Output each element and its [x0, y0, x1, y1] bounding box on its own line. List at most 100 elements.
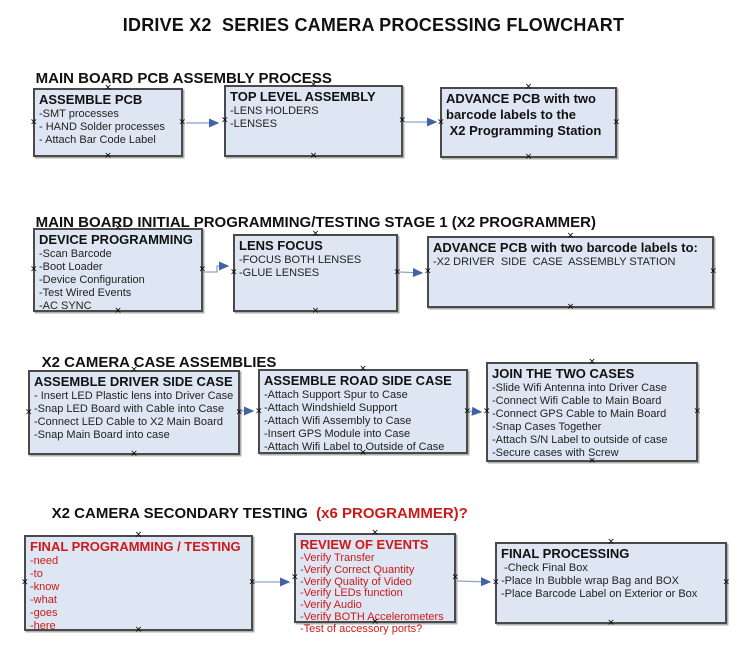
box-item: -Connect GPS Cable to Main Board — [492, 408, 667, 420]
box-title: TOP LEVEL ASSEMBLY — [230, 89, 376, 104]
flow-box-top-level-assembly: TOP LEVEL ASSEMBLY -LENS HOLDERS -LENSES… — [221, 81, 406, 161]
section-header-text: X2 CAMERA CASE ASSEMBLIES — [41, 354, 277, 371]
box-item: -FOCUS BOTH LENSES — [239, 254, 362, 266]
connection-point-marker: × — [25, 407, 33, 417]
connector-arrow-4 — [398, 268, 424, 278]
box-item: -Connect LED Cable to X2 Main Board — [34, 416, 223, 428]
connection-point-marker: × — [612, 117, 620, 127]
flow-box-advance-pcb-programming-station: ADVANCE PCB with two barcode labels to t… — [437, 83, 620, 162]
section-header-text: X2 CAMERA SECONDARY TESTING — [51, 505, 317, 522]
box-item: -LENS HOLDERS — [230, 105, 319, 117]
connection-point-marker: × — [398, 115, 406, 126]
box-item: -Attach Wifi Label to Outside of Case — [264, 441, 445, 453]
connection-point-marker: × — [492, 577, 500, 588]
box-item: -Verify Transfer — [300, 552, 375, 564]
connection-point-marker: × — [30, 117, 38, 127]
box-item: -here — [30, 620, 56, 632]
box-item: -goes — [30, 607, 58, 619]
connection-point-marker: × — [134, 530, 143, 540]
box-item: -Boot Loader — [39, 261, 103, 273]
connection-point-marker: × — [255, 406, 263, 416]
connection-point-marker: × — [709, 266, 717, 277]
box-item: -Snap Main Board into case — [34, 429, 170, 441]
box-item: - HAND Solder processes — [39, 121, 165, 133]
connection-point-marker: × — [371, 617, 379, 627]
connection-point-marker: × — [359, 448, 367, 458]
box-title: FINAL PROGRAMMING / TESTING — [30, 539, 241, 554]
box-item: -Verify Quality of Video — [300, 575, 412, 588]
box-title: ASSEMBLE DRIVER SIDE CASE — [34, 374, 233, 389]
box-item: -to — [30, 568, 43, 580]
box-title: X2 Programming Station — [446, 123, 602, 138]
box-item: -Verify Correct Quantity — [300, 563, 415, 576]
box-item: -Attach S/N Label to outside of case — [492, 434, 668, 446]
box-title: ADVANCE PCB with two — [446, 91, 596, 106]
connector-arrow-3 — [204, 261, 230, 273]
box-item: -Verify LEDs function — [300, 587, 403, 600]
flow-box-final-programming-testing: FINAL PROGRAMMING / TESTING -need -to -k… — [21, 531, 256, 635]
box-item: -need — [30, 555, 59, 567]
box-title: DEVICE PROGRAMMING — [39, 232, 193, 247]
connection-point-marker: × — [607, 618, 615, 628]
connection-point-marker: × — [230, 267, 238, 278]
flow-box-device-programming: DEVICE PROGRAMMING -Scan Barcode -Boot L… — [30, 224, 206, 316]
connection-point-marker: × — [524, 152, 533, 162]
box-item: -Test of accessory ports? — [300, 622, 423, 635]
box-title: FINAL PROCESSING — [501, 546, 630, 561]
box-title: barcode labels to the — [446, 107, 577, 122]
connection-point-marker: × — [371, 528, 379, 538]
box-title: ASSEMBLE PCB — [39, 92, 143, 107]
connection-point-marker: × — [248, 577, 256, 588]
flow-box-advance-pcb-driver-side: ADVANCE PCB with two barcode labels to: … — [424, 232, 717, 312]
connection-point-marker: × — [104, 151, 112, 161]
box-item: - Attach Bar Code Label — [39, 134, 156, 146]
box-title: LENS FOCUS — [239, 238, 323, 253]
connection-point-marker: × — [588, 357, 596, 367]
connection-point-marker: × — [130, 365, 138, 375]
flow-box-assemble-road-side-case: ASSEMBLE ROAD SIDE CASE -Attach Support … — [255, 365, 471, 458]
connection-point-marker: × — [722, 577, 730, 588]
flow-box-assemble-driver-side-case: ASSEMBLE DRIVER SIDE CASE - Insert LED P… — [25, 366, 243, 459]
box-item: -Test Wired Events — [39, 287, 132, 299]
box-title: ADVANCE PCB with two barcode labels to: — [433, 240, 698, 255]
connection-point-marker: × — [524, 82, 533, 92]
section-header-initial-programming: MAIN BOARD INITIAL PROGRAMMING/TESTING S… — [19, 197, 596, 248]
connection-point-marker: × — [114, 223, 122, 233]
connection-point-marker: × — [178, 117, 186, 127]
connection-point-marker: × — [309, 80, 318, 90]
flow-box-join-the-two-cases: JOIN THE TWO CASES -Slide Wifi Antenna i… — [483, 358, 701, 466]
connection-point-marker: × — [463, 406, 471, 416]
connection-point-marker: × — [134, 625, 143, 635]
section-header-text: MAIN BOARD INITIAL PROGRAMMING/TESTING S… — [35, 214, 596, 231]
box-item: -Insert GPS Module into Case — [264, 428, 411, 440]
box-item: -AC SYNC — [39, 300, 92, 312]
connection-point-marker: × — [311, 229, 320, 239]
box-item: -Scan Barcode — [39, 248, 112, 260]
connection-point-marker: × — [221, 115, 229, 126]
connection-point-marker: × — [30, 264, 38, 275]
connection-point-marker: × — [114, 306, 122, 316]
section-header-secondary-testing: X2 CAMERA SECONDARY TESTING (x6 PROGRAMM… — [35, 488, 468, 539]
box-title: REVIEW OF EVENTS — [300, 537, 429, 552]
flow-box-assemble-pcb: ASSEMBLE PCB -SMT processes - HAND Solde… — [30, 84, 186, 161]
connection-point-marker: × — [451, 572, 459, 583]
section-header-case-assemblies: X2 CAMERA CASE ASSEMBLIES — [25, 337, 277, 388]
box-item: -X2 DRIVER SIDE CASE ASSEMBLY STATION — [433, 256, 676, 268]
box-item: -Place In Bubble wrap Bag and BOX — [501, 575, 679, 587]
section-header-accent: (x6 PROGRAMMER)? — [316, 505, 468, 522]
connection-point-marker: × — [607, 537, 615, 547]
section-header-text: MAIN BOARD PCB ASSEMBLY PROCESS — [35, 70, 332, 87]
connection-point-marker: × — [309, 151, 318, 161]
box-item: -Verify BOTH Accelerometers — [300, 610, 444, 623]
connection-point-marker: × — [566, 302, 575, 312]
box-item: -Snap Cases Together — [492, 421, 602, 433]
connection-point-marker: × — [393, 267, 401, 278]
box-item: -know — [30, 581, 60, 593]
box-item: -Connect Wifi Cable to Main Board — [492, 395, 662, 407]
box-item: -Check Final Box — [501, 562, 588, 574]
box-item: -Attach Support Spur to Case — [264, 389, 408, 401]
connection-point-marker: × — [235, 407, 243, 417]
box-item: -Attach Windshield Support — [264, 402, 398, 414]
connection-point-marker: × — [566, 231, 575, 241]
